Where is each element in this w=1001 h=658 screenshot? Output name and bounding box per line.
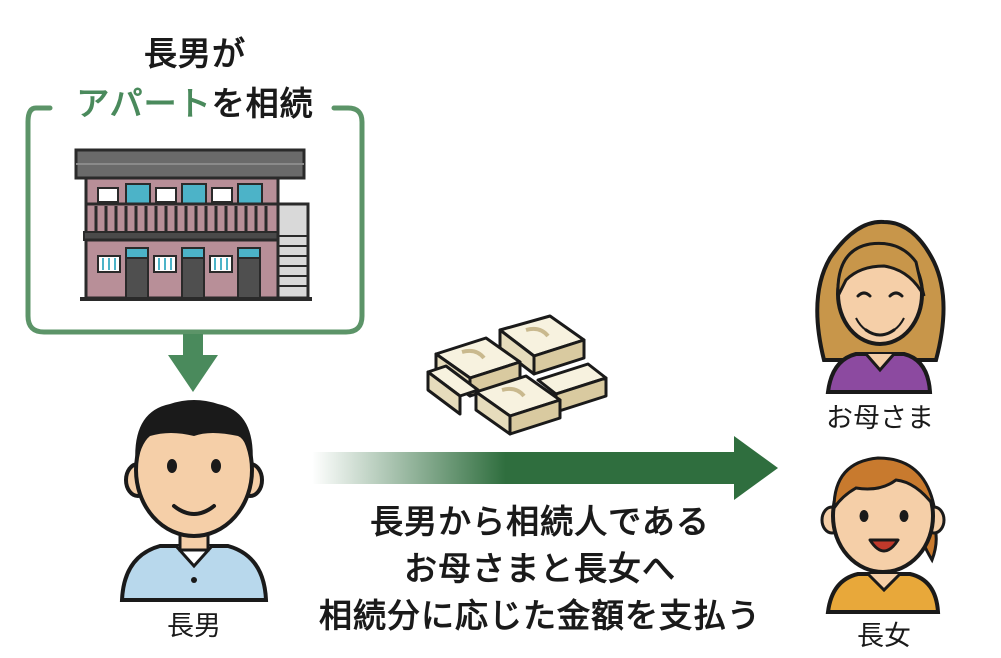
message-line-1: 長男から相続人である [370,502,710,541]
asset-suffix: を相続 [211,84,314,123]
asset-highlight: アパート [76,84,212,123]
daughter-label: 長女 [857,621,911,652]
mother-label: お母さま [826,403,934,434]
heading-heir: 長男が [144,34,246,73]
heading-asset: アパートを相続 [30,84,360,124]
message-line-2: お母さまと長女へ [404,549,676,588]
son-label: 長男 [167,611,221,642]
message-line-3: 相続分に応じた金額を支払う [319,596,761,635]
